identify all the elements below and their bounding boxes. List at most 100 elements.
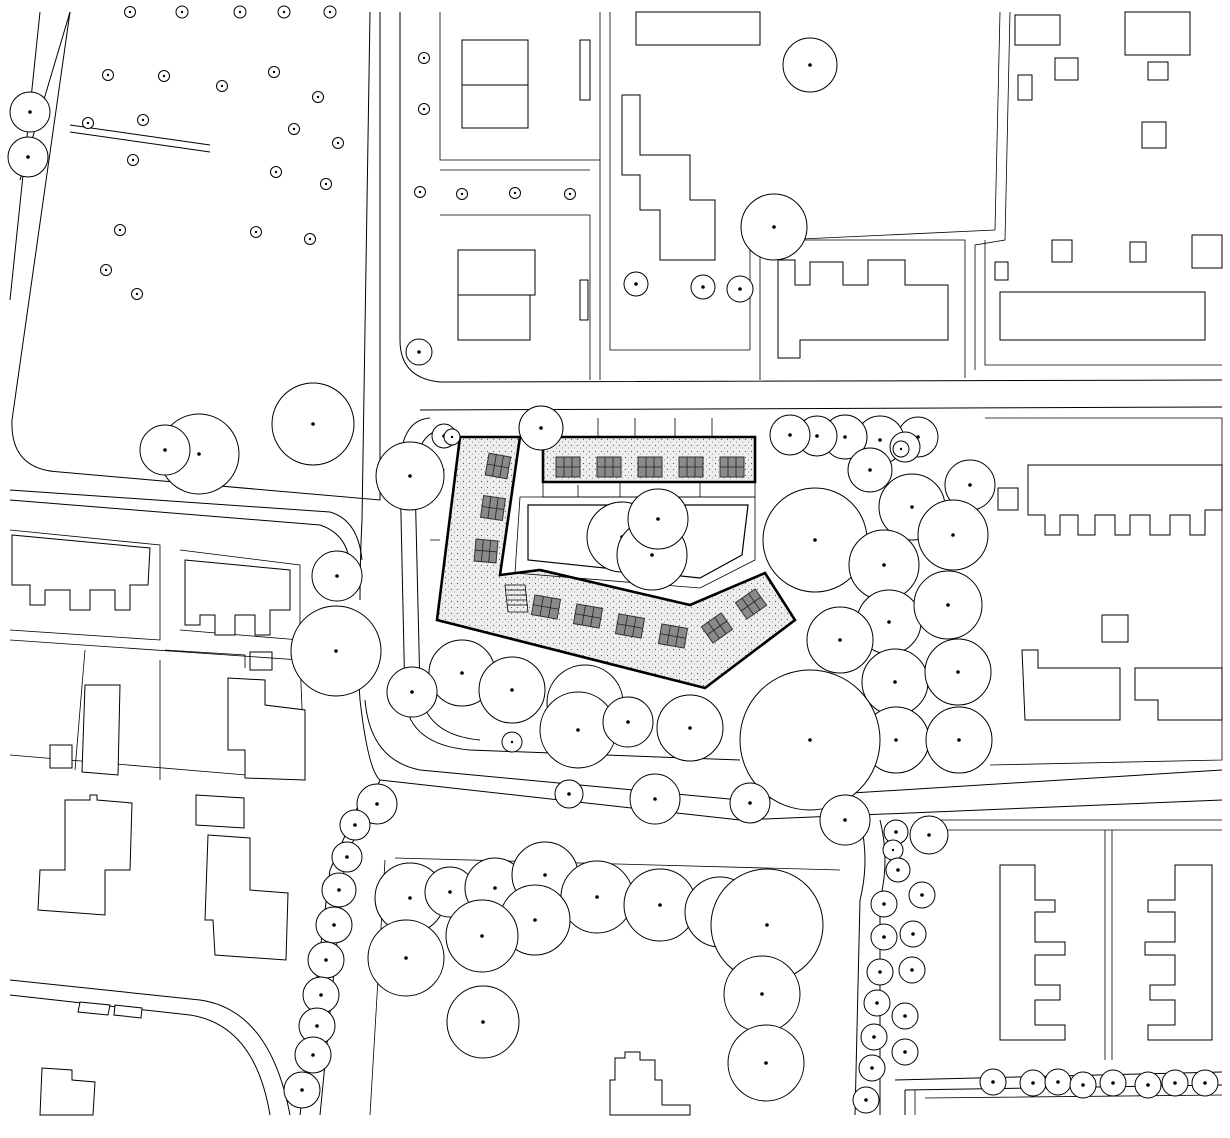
tree-trunk: [513, 191, 517, 195]
existing-buildings: [9, 11, 1223, 1116]
tree-trunk: [765, 923, 769, 927]
tree-trunk: [460, 192, 464, 196]
tree-trunk: [772, 225, 776, 229]
solar-panel: [678, 456, 704, 478]
tree-trunk: [272, 70, 276, 74]
road-edge: [359, 519, 363, 601]
terrace-houses: [11, 534, 151, 611]
tree-trunk: [903, 1014, 907, 1018]
building: [994, 261, 1009, 281]
tree-trunk: [282, 10, 286, 14]
building: [227, 677, 306, 781]
building: [1124, 11, 1191, 56]
plot-line: [779, 11, 1001, 241]
solar-panel: [596, 456, 622, 478]
path-edge: [69, 131, 211, 153]
tree-trunk: [1031, 1081, 1035, 1085]
tree-trunk: [870, 1066, 874, 1070]
tree-trunk: [480, 934, 484, 938]
trees: [7, 5, 1219, 1114]
building: [461, 84, 529, 129]
tree-trunk: [1056, 1080, 1060, 1084]
tree-trunk: [460, 671, 464, 675]
tree-trunk: [408, 474, 412, 478]
road-edge: [364, 699, 741, 801]
tree-trunk: [893, 680, 897, 684]
tree-trunk: [337, 888, 341, 892]
tree-trunk: [539, 426, 543, 430]
tree-trunk: [448, 890, 452, 894]
tree-trunk: [493, 886, 497, 890]
tree-trunk: [311, 1053, 315, 1057]
tree-trunk: [28, 110, 32, 114]
terrace-divider: [577, 482, 701, 497]
building: [81, 684, 121, 776]
tree-trunk: [543, 873, 547, 877]
tree-trunk: [878, 970, 882, 974]
balcony-posts: [597, 418, 713, 437]
tree-trunk: [292, 127, 296, 131]
tree-trunk: [131, 158, 135, 162]
building: [1021, 649, 1121, 721]
tree-trunk: [815, 434, 819, 438]
terrace-houses: [1027, 464, 1223, 536]
tree-trunk: [26, 155, 30, 159]
building: [997, 487, 1019, 511]
tree-trunk: [896, 868, 900, 872]
tree-trunk: [410, 690, 414, 694]
tree-trunk: [180, 10, 184, 14]
tree-trunk: [510, 688, 514, 692]
tree-trunk: [653, 797, 657, 801]
solar-panel: [657, 623, 689, 649]
tree-trunk: [408, 896, 412, 900]
building: [1014, 14, 1061, 46]
solar-panel: [530, 594, 562, 620]
building: [37, 794, 133, 916]
tree-trunk: [920, 893, 924, 897]
tree-trunk: [882, 935, 886, 939]
tree-trunk: [1203, 1081, 1207, 1085]
tree-trunk: [336, 141, 340, 145]
tree-trunk: [764, 1061, 768, 1065]
tree-trunk: [162, 74, 166, 78]
tree-trunk: [951, 533, 955, 537]
terrace-houses: [777, 259, 949, 359]
tree-trunk: [650, 553, 654, 557]
tree-trunk: [118, 228, 122, 232]
road-edge: [361, 11, 371, 521]
building: [461, 39, 529, 86]
tree-trunk: [197, 452, 201, 456]
tree-trunk: [324, 182, 328, 186]
plot-line: [164, 649, 246, 668]
solar-panel: [700, 612, 734, 644]
building: [1141, 121, 1167, 149]
building: [249, 651, 273, 671]
tree-trunk: [688, 726, 692, 730]
building: [113, 1004, 143, 1019]
path-edge: [69, 124, 211, 146]
tree-trunk: [808, 738, 812, 742]
tree-trunk: [910, 505, 914, 509]
road-edge: [399, 12, 1223, 383]
tree-trunk: [991, 1080, 995, 1084]
terrace-houses: [184, 559, 291, 636]
tree-trunk: [911, 932, 915, 936]
building: [1051, 239, 1073, 263]
plot-line: [985, 417, 1223, 766]
tree-trunk: [332, 923, 336, 927]
building: [77, 1001, 111, 1016]
tree-trunk: [334, 649, 338, 653]
building: [579, 39, 591, 101]
building: [49, 744, 73, 769]
tree-trunk: [311, 422, 315, 426]
tree-trunk: [894, 738, 898, 742]
tree-trunk: [1111, 1081, 1115, 1085]
plot-line: [394, 857, 841, 871]
plot-line: [780, 239, 966, 378]
tree-trunk: [927, 833, 931, 837]
tree-trunk: [335, 574, 339, 578]
tree-trunk: [843, 818, 847, 822]
road-edge: [9, 994, 271, 1116]
plot-boundary: [439, 12, 601, 161]
building: [579, 279, 589, 321]
